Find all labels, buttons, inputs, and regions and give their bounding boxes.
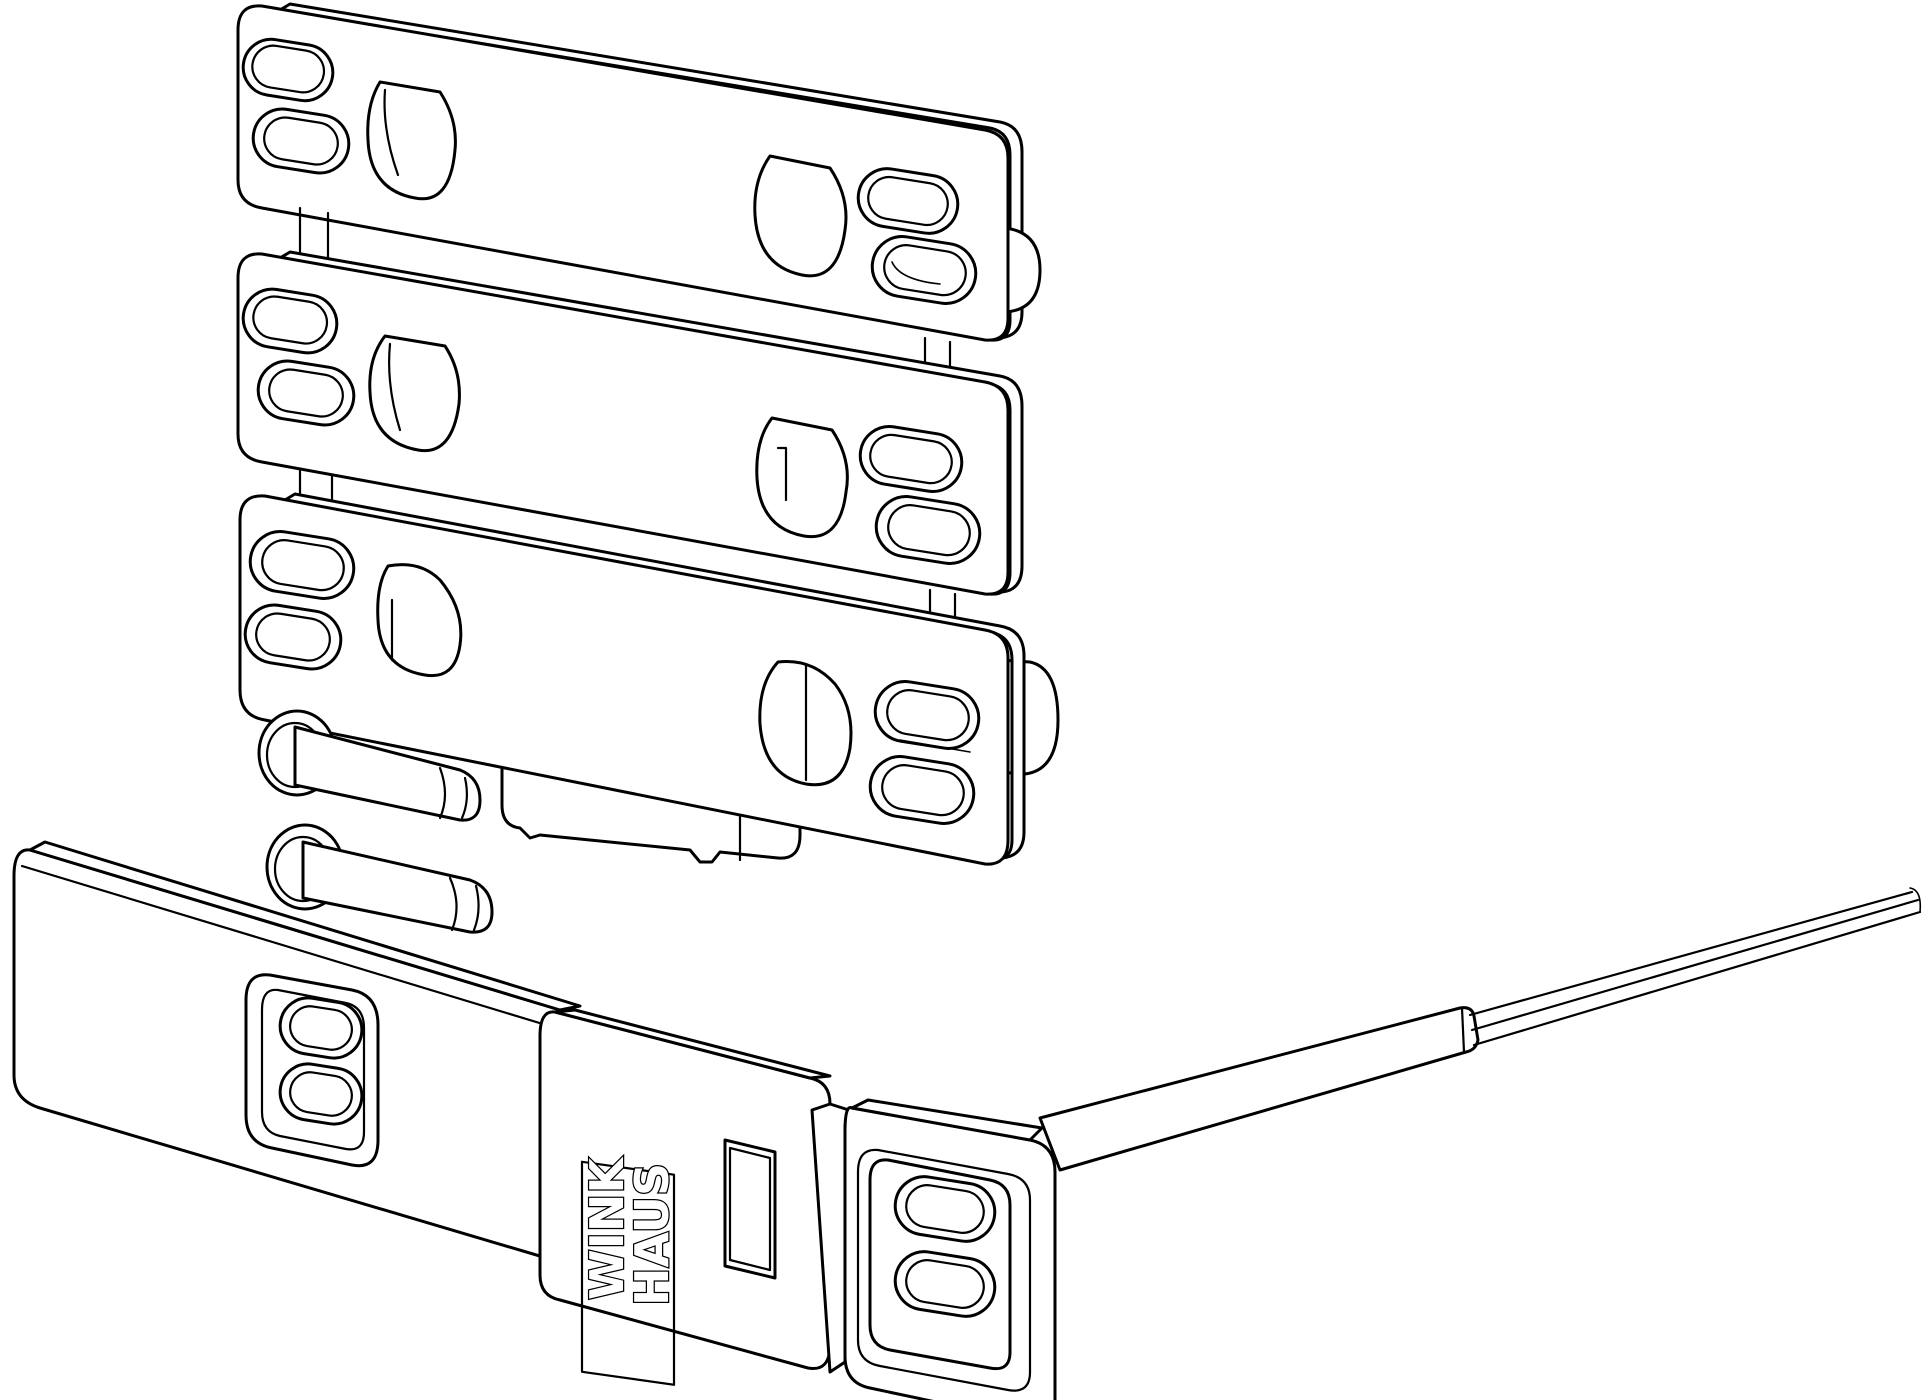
logo-line1: WINK (580, 1156, 634, 1300)
logo-line2: HAUS (625, 1163, 679, 1306)
cable-wires (1038, 887, 1922, 1172)
spacer-plate-top (236, 2, 1042, 342)
logo-frame (580, 1160, 676, 1386)
screw-lower (265, 823, 494, 934)
spacer-plate-middle (236, 250, 1024, 596)
screw-upper (257, 709, 482, 822)
reed-contact-sensor: WINK HAUS (12, 840, 1057, 1400)
spacer-plate-bottom (238, 492, 1060, 866)
